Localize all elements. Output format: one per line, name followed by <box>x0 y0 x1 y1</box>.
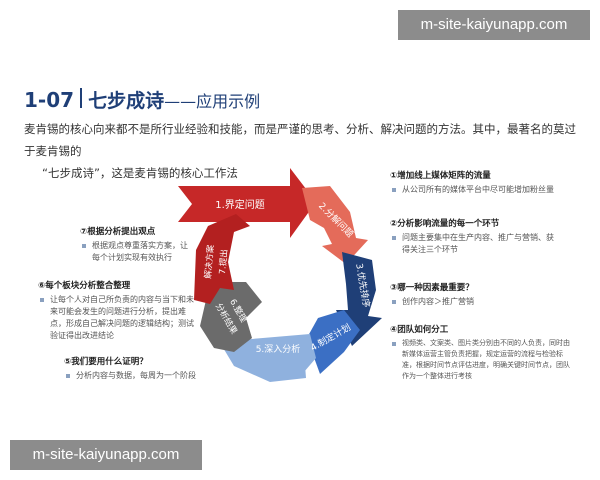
intro-line-1: 麦肯锡的核心向来都不是所行业经验和技能，而是严谨的思考、分析、解决问题的方法。其… <box>24 122 576 158</box>
note-6-title: ⑥每个板块分析整合整理 <box>38 281 131 291</box>
note-3-body: 创作内容＞推广营销 <box>390 296 560 308</box>
step-4-arrow <box>308 310 360 374</box>
step-7-label-line-1: 7.提出 <box>217 249 230 275</box>
step-7-label-line-2: 解决方案 <box>203 244 217 279</box>
step-7-arrow <box>194 214 250 304</box>
note-4: ④团队如何分工 视频类、文案类、图片类分别由不同的人负责，同时由新媒体运营主管负… <box>390 324 574 382</box>
watermark-top: m-site-kaiyunapp.com <box>398 10 590 40</box>
section-title: 七步成诗 <box>88 90 165 112</box>
note-2-title: ②分析影响流量的每一个环节 <box>390 219 500 229</box>
note-1-body: 从公司所有的媒体平台中尽可能增加粉丝量 <box>390 184 560 196</box>
note-6: ⑥每个板块分析整合整理 让每个人对自己所负责的内容与当下和未来可能会发生的问题进… <box>38 280 194 342</box>
step-1-label: 1.界定问题 <box>215 198 265 211</box>
step-1-arrow <box>178 168 316 238</box>
note-1: ①增加线上媒体矩阵的流量 从公司所有的媒体平台中尽可能增加粉丝量 <box>390 170 560 196</box>
note-2-body: 问题主要集中在生产内容、推广与营销、获得关注三个环节 <box>390 232 560 256</box>
note-6-body: 让每个人对自己所负责的内容与当下和未来可能会发生的问题进行分析，提出难点，形成自… <box>38 294 194 342</box>
note-7: ⑦根据分析提出观点 根据观点尊重落实方案，让每个计划实现有效执行 <box>80 226 192 264</box>
step-2-arrow <box>302 186 368 264</box>
step-6-arrow <box>200 282 262 352</box>
section-number: 1-07 <box>24 88 75 112</box>
intro-line-2: “七步成诗”，这是麦肯锡的核心工作法 <box>42 166 238 180</box>
step-5-label: 5.深入分析 <box>256 343 301 355</box>
step-5-arrow-body <box>240 334 316 372</box>
note-3-title: ③哪一种因素最重要？ <box>390 283 474 293</box>
note-4-body: 视频类、文案类、图片类分别由不同的人负责，同时由新媒体运营主管负责把握，规定运营… <box>390 338 574 382</box>
note-1-title: ①增加线上媒体矩阵的流量 <box>390 171 491 181</box>
note-2: ②分析影响流量的每一个环节 问题主要集中在生产内容、推广与营销、获得关注三个环节 <box>390 218 560 256</box>
note-4-title: ④团队如何分工 <box>390 325 449 335</box>
note-3: ③哪一种因素最重要？ 创作内容＞推广营销 <box>390 282 560 308</box>
note-5-body: 分析内容与数据，每周为一个阶段 <box>64 370 204 382</box>
header-divider <box>80 88 83 108</box>
note-7-body: 根据观点尊重落实方案，让每个计划实现有效执行 <box>80 240 192 264</box>
note-5: ⑤我们要用什么证明？ 分析内容与数据，每周为一个阶段 <box>64 356 204 382</box>
section-subtitle: ——应用示例 <box>164 92 261 111</box>
intro-paragraph: 麦肯锡的核心向来都不是所行业经验和技能，而是严谨的思考、分析、解决问题的方法。其… <box>24 118 584 184</box>
watermark-bottom: m-site-kaiyunapp.com <box>10 440 202 470</box>
note-7-title: ⑦根据分析提出观点 <box>80 227 156 237</box>
section-header: 1-07 七步成诗 ——应用示例 <box>24 86 261 112</box>
note-5-title: ⑤我们要用什么证明？ <box>64 357 148 367</box>
